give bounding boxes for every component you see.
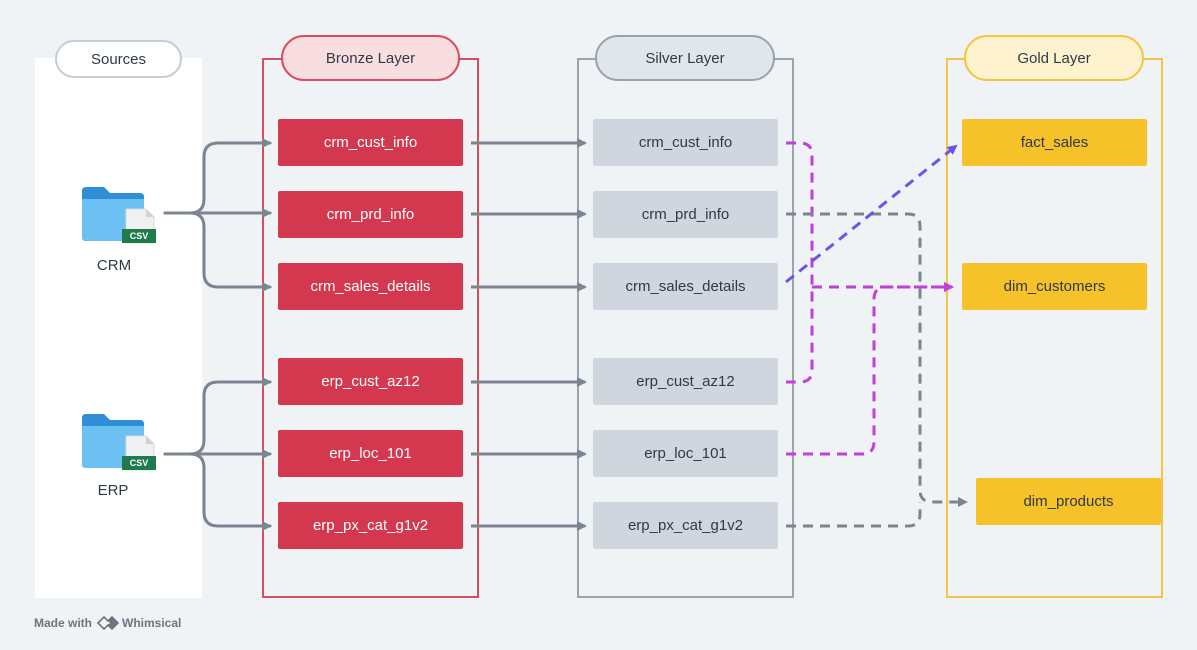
whimsical-logo-icon	[96, 615, 120, 631]
erp-to-bronze-px	[163, 452, 272, 531]
silver-table-erp-loc-101[interactable]: erp_loc_101	[593, 430, 778, 477]
footer-prefix: Made with	[34, 616, 93, 630]
source-label-crm: CRM	[96, 257, 132, 274]
silver-table-erp-cust-az12[interactable]: erp_cust_az12	[593, 358, 778, 405]
bronze-layer-header: Bronze Layer	[281, 35, 460, 81]
crm-source-links	[163, 138, 272, 292]
svg-text:CSV: CSV	[130, 458, 149, 468]
gold-table-dim-products[interactable]: dim_products	[976, 478, 1161, 525]
sources-column	[35, 58, 202, 598]
bronze-table-crm-prd-info[interactable]: crm_prd_info	[278, 191, 463, 238]
bronze-table-erp-px-cat-g1v2[interactable]: erp_px_cat_g1v2	[278, 502, 463, 549]
bronze-table-crm-cust-info[interactable]: crm_cust_info	[278, 119, 463, 166]
products-links	[786, 212, 968, 528]
bronze-table-erp-cust-az12[interactable]: erp_cust_az12	[278, 358, 463, 405]
silver-table-crm-cust-info[interactable]: crm_cust_info	[593, 119, 778, 166]
silver-table-erp-px-cat-g1v2[interactable]: erp_px_cat_g1v2	[593, 502, 778, 549]
silver-layer-header: Silver Layer	[595, 35, 775, 81]
bronze-to-silver-links	[471, 138, 587, 531]
customers-links	[786, 141, 954, 456]
erp-source-links	[163, 377, 272, 531]
sales-link	[785, 144, 958, 284]
gold-layer-header: Gold Layer	[964, 35, 1144, 81]
csv-folder-icon: CSV	[80, 185, 158, 245]
gold-table-dim-customers[interactable]: dim_customers	[962, 263, 1147, 310]
bronze-table-crm-sales-details[interactable]: crm_sales_details	[278, 263, 463, 310]
erp-to-bronze-cust	[163, 377, 272, 456]
crm-to-bronze-cust	[163, 138, 272, 215]
csv-folder-icon: CSV	[80, 412, 158, 472]
gold-table-fact-sales[interactable]: fact_sales	[962, 119, 1147, 166]
sources-header: Sources	[55, 40, 182, 78]
footer-brand[interactable]: Whimsical	[122, 616, 182, 630]
silver-table-crm-prd-info[interactable]: crm_prd_info	[593, 191, 778, 238]
silver-table-crm-sales-details[interactable]: crm_sales_details	[593, 263, 778, 310]
footer: Made with Whimsical	[34, 615, 182, 631]
svg-text:CSV: CSV	[130, 231, 149, 241]
crm-to-bronze-sales	[163, 211, 272, 292]
source-label-erp: ERP	[97, 482, 129, 499]
bronze-table-erp-loc-101[interactable]: erp_loc_101	[278, 430, 463, 477]
